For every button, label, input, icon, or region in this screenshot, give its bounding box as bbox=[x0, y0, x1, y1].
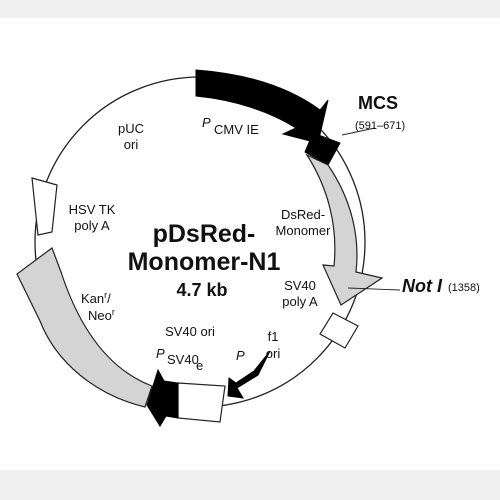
kan-neo-gene-arrow bbox=[16, 247, 153, 408]
kan-slash: / bbox=[107, 291, 111, 306]
hsv-tk-label-line1: HSV TK bbox=[69, 202, 116, 217]
sv40-polya-box bbox=[319, 312, 359, 349]
pcmv-label-sub: CMV IE bbox=[214, 122, 259, 137]
psv40-label-subsub: e bbox=[196, 358, 203, 373]
dsred-gene-arrow bbox=[305, 153, 384, 306]
dsred-label-line2: Monomer bbox=[276, 223, 332, 238]
p-small-label: P bbox=[236, 348, 245, 363]
noti-position: (1358) bbox=[448, 282, 480, 294]
kan-superscript: r bbox=[104, 290, 107, 300]
plasmid-name-line1: pDsRed- bbox=[153, 220, 256, 248]
sv40-polya-label-line1: SV40 bbox=[284, 278, 316, 293]
puc-ori-label-line1: pUC bbox=[118, 121, 144, 136]
p-small-promoter-arrow bbox=[227, 350, 271, 399]
sv40-ori-label: SV40 ori bbox=[165, 324, 215, 339]
kan-neo-label-line2: Neor bbox=[88, 307, 115, 323]
kan-neo-label-line1: Kanr/ bbox=[81, 290, 111, 306]
puc-ori-label-line2: ori bbox=[124, 137, 139, 152]
hsv-tk-polya-box bbox=[31, 177, 58, 236]
plasmid-name-line2: Monomer-N1 bbox=[128, 248, 281, 276]
bottom-band bbox=[0, 470, 500, 500]
hsv-tk-label-line2: poly A bbox=[74, 218, 110, 233]
noti-site-label: Not I bbox=[402, 276, 443, 296]
mcs-range: (591–671) bbox=[355, 120, 405, 132]
plasmid-size: 4.7 kb bbox=[176, 280, 227, 300]
neo-superscript: r bbox=[112, 307, 115, 317]
psv40-label-sub: SV40 bbox=[167, 352, 199, 367]
noti-leader-line bbox=[347, 287, 401, 291]
pcmv-promoter-arrow bbox=[195, 69, 329, 144]
mcs-label: MCS bbox=[358, 93, 398, 113]
sv40-ori-box bbox=[177, 382, 226, 423]
neo-label: Neo bbox=[88, 308, 112, 323]
pcmv-label-p: P bbox=[202, 115, 211, 130]
kan-label: Kan bbox=[81, 291, 104, 306]
mcs-leader-line bbox=[341, 127, 376, 136]
dsred-label-line1: DsRed- bbox=[281, 207, 325, 222]
sv40-polya-label-line2: poly A bbox=[282, 294, 318, 309]
psv40-label-p: P bbox=[156, 346, 165, 361]
f1-ori-label-line2: ori bbox=[266, 346, 281, 361]
top-band bbox=[0, 0, 500, 18]
f1-ori-label-line1: f1 bbox=[268, 329, 279, 344]
psv40-promoter-arrow bbox=[146, 368, 179, 427]
